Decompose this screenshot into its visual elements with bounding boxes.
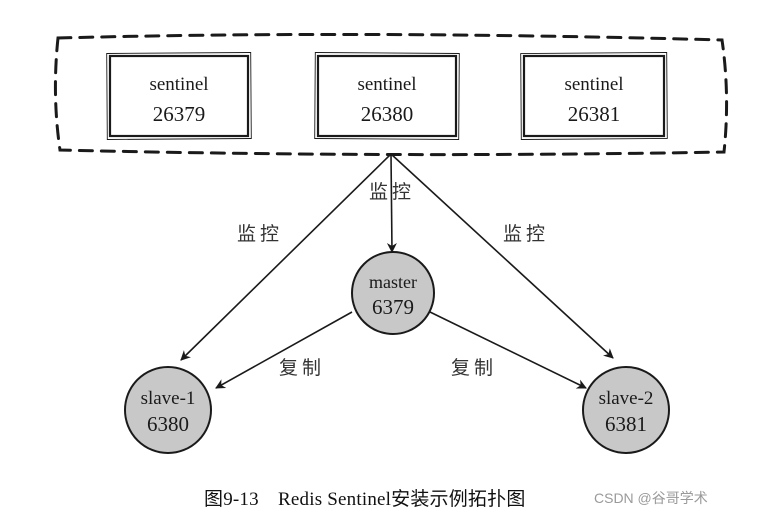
monitor-label-left: 监控 (237, 223, 283, 245)
master-label: master (369, 272, 417, 292)
master-port: 6379 (372, 295, 414, 319)
replicate-label-left: 复制 (279, 357, 325, 379)
monitor-arrow-right (390, 153, 614, 359)
monitor-label-center: 监控 (369, 181, 415, 203)
watermark: CSDN @谷哥学术 (594, 490, 708, 506)
slave-port: 6381 (605, 412, 647, 436)
monitor-label-right: 监控 (503, 223, 549, 245)
sentinel-label: sentinel (149, 74, 208, 95)
sentinel-label: sentinel (564, 74, 623, 95)
figure-caption-row: 图9-13 Redis Sentinel安装示例拓扑图 CSDN @谷哥学术 (0, 484, 773, 512)
slave-node-1: slave-1 6380 (124, 366, 212, 454)
monitor-arrow-left (180, 153, 392, 361)
slave-label: slave-1 (141, 388, 196, 409)
replicate-arrow-right (429, 311, 587, 389)
slave-node-2: slave-2 6381 (582, 366, 670, 454)
sentinel-box-26380: sentinel 26380 (314, 52, 460, 140)
monitor-arrow-center (386, 153, 397, 253)
topology-diagram: sentinel 26379 sentinel 26380 sentinel 2… (53, 32, 729, 454)
sentinel-label: sentinel (357, 74, 416, 95)
replicate-arrow-left (215, 311, 353, 389)
sentinel-box-26379: sentinel 26379 (106, 52, 252, 140)
sentinel-box-26381: sentinel 26381 (520, 52, 668, 140)
slave-port: 6380 (147, 412, 189, 436)
replicate-label-right: 复制 (451, 357, 497, 379)
sentinel-port: 26380 (361, 102, 414, 126)
sentinel-port: 26381 (568, 102, 621, 126)
figure-caption: 图9-13 Redis Sentinel安装示例拓扑图 (204, 489, 526, 510)
slave-label: slave-2 (599, 388, 654, 409)
sentinel-group-boundary (53, 32, 729, 157)
sentinel-port: 26379 (153, 102, 206, 126)
master-node: master 6379 (351, 251, 435, 335)
